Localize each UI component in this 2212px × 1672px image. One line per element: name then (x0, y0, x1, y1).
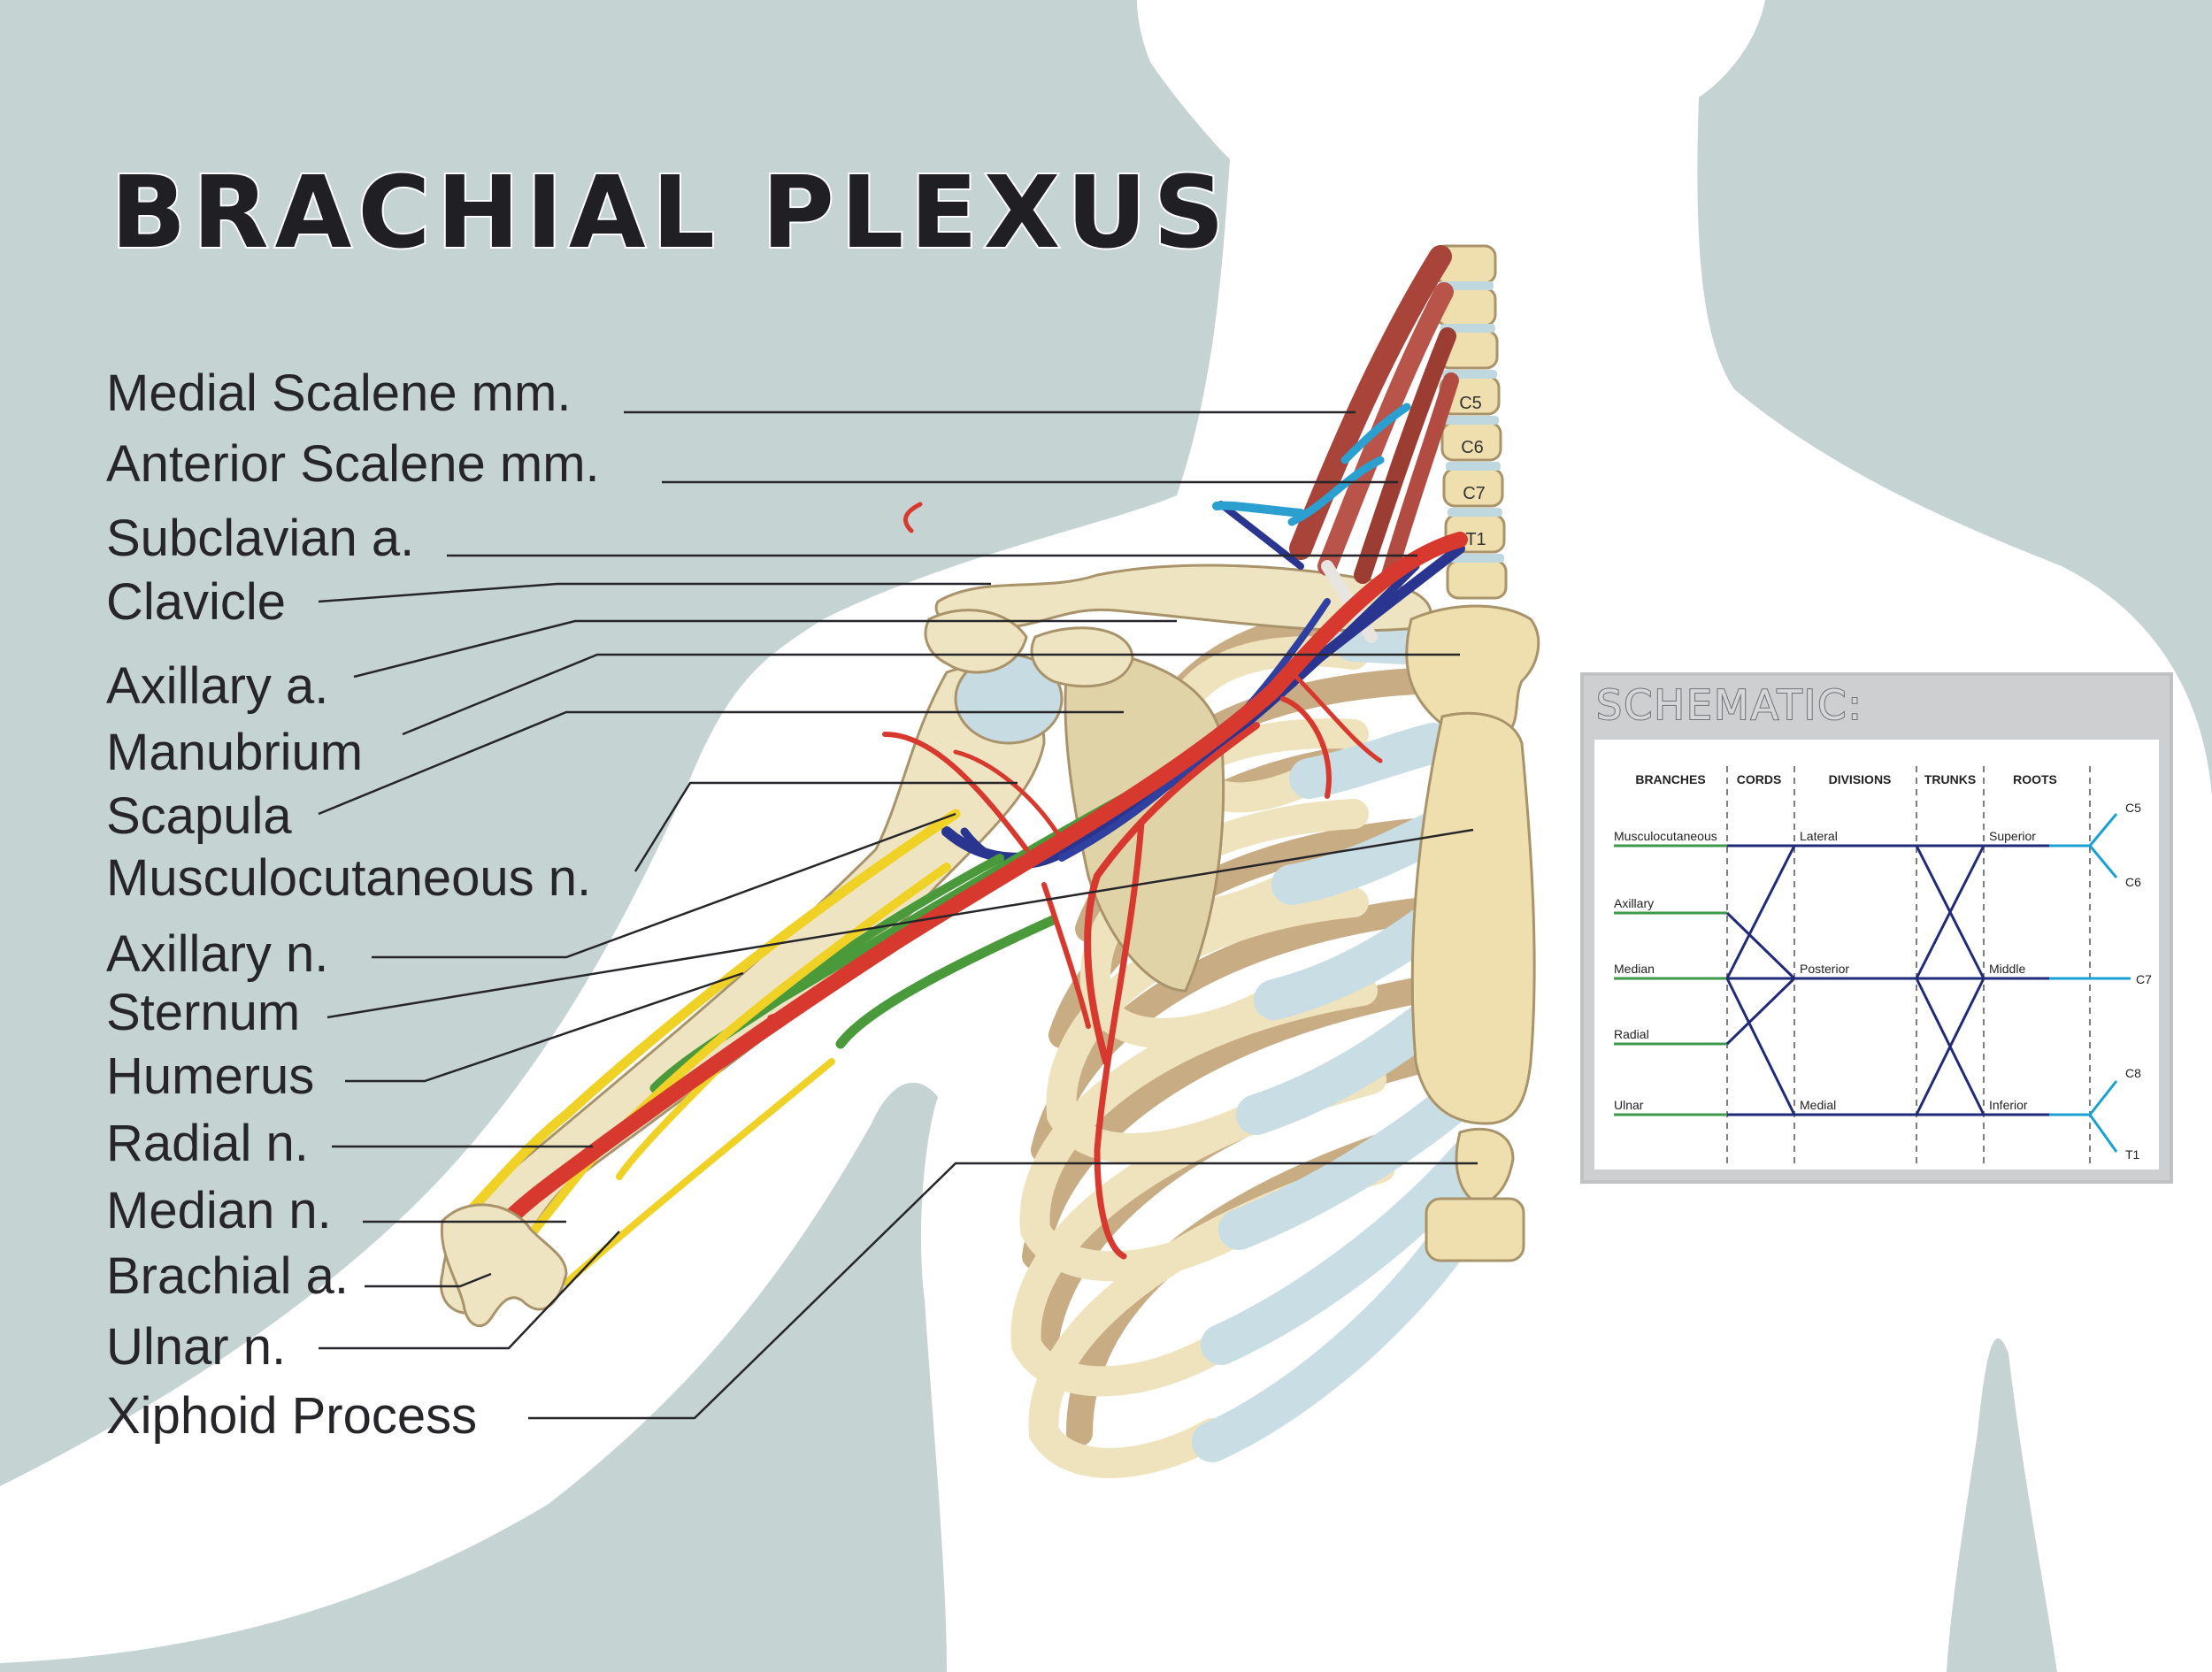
coracoid (1030, 626, 1134, 688)
column-header: TRUNKS (1924, 772, 1976, 786)
branch-label: Ulnar (1614, 1098, 1644, 1112)
label-radial-nerve: Radial n. (106, 1115, 309, 1172)
manubrium (1405, 604, 1540, 740)
label-sternum: Sternum (106, 984, 301, 1041)
branch-label: Radial (1614, 1027, 1649, 1041)
cord-label: Lateral (1800, 829, 1838, 843)
vertebra-label: T1 (1465, 530, 1486, 549)
trunk-label: Inferior (1989, 1098, 2028, 1112)
xiphoid (1455, 1127, 1515, 1205)
label-manubrium: Manubrium (106, 724, 364, 781)
cord-label: Medial (1800, 1098, 1836, 1112)
label-axillary-artery: Axillary a. (106, 657, 329, 715)
vertebra-label: C7 (1463, 484, 1486, 503)
label-median-nerve: Median n. (106, 1182, 332, 1239)
root-lines (2049, 813, 2131, 1153)
neurovascular-bundle (452, 403, 1468, 1286)
branch-label: Musculocutaneous (1614, 829, 1717, 843)
column-header: BRANCHES (1635, 772, 1705, 786)
sternum-body (1410, 711, 1536, 1125)
page-title: BRACHIAL PLEXUS (109, 156, 1231, 271)
label-medial-scalene: Medial Scalene mm. (106, 364, 572, 422)
label-scapula: Scapula (106, 787, 292, 845)
root-label: C6 (2125, 875, 2141, 889)
root-label: T1 (2125, 1147, 2140, 1162)
root-label: C7 (2136, 972, 2152, 986)
label-clavicle: Clavicle (106, 573, 287, 631)
plexus-connections (1725, 844, 2049, 1116)
acromion (924, 609, 1028, 674)
root-label: C8 (2125, 1066, 2141, 1080)
schematic-title: SCHEMATIC: (1595, 681, 1863, 729)
label-musculocutaneous-nerve: Musculocutaneous n. (106, 849, 592, 907)
label-anterior-scalene: Anterior Scalene mm. (106, 435, 600, 493)
trunk-label: Superior (1989, 829, 2036, 843)
column-header: CORDS (1737, 772, 1782, 786)
schematic-panel: SCHEMATIC: BRANCHES CORDS DIVISIONS TRUN… (1580, 672, 2173, 1184)
vertebra-label: C6 (1461, 438, 1484, 457)
branch-lines (1614, 844, 1727, 1116)
label-axillary-nerve: Axillary n. (106, 925, 329, 983)
cervical-spine: C5 C6 C7 T1 (1433, 244, 1508, 600)
vertebra-label: C5 (1459, 394, 1482, 413)
branch-label: Axillary (1614, 896, 1654, 910)
branch-label: Median (1614, 962, 1655, 976)
root-label: C5 (2125, 801, 2141, 815)
label-subclavian-artery: Subclavian a. (106, 510, 415, 567)
schematic-diagram: BRANCHES CORDS DIVISIONS TRUNKS ROOTS (1594, 740, 2159, 1170)
cord-label: Posterior (1800, 962, 1849, 976)
column-dividers (1726, 766, 2091, 1164)
label-brachial-artery: Brachial a. (106, 1247, 349, 1305)
column-header: DIVISIONS (1829, 772, 1892, 786)
label-humerus: Humerus (106, 1047, 315, 1105)
leader-lines (318, 410, 1478, 1420)
label-ulnar-nerve: Ulnar n. (106, 1318, 287, 1376)
trunk-label: Middle (1989, 962, 2025, 976)
label-xiphoid-process: Xiphoid Process (106, 1387, 478, 1445)
column-header: ROOTS (2013, 772, 2057, 786)
lower-vertebra (1425, 1197, 1525, 1262)
